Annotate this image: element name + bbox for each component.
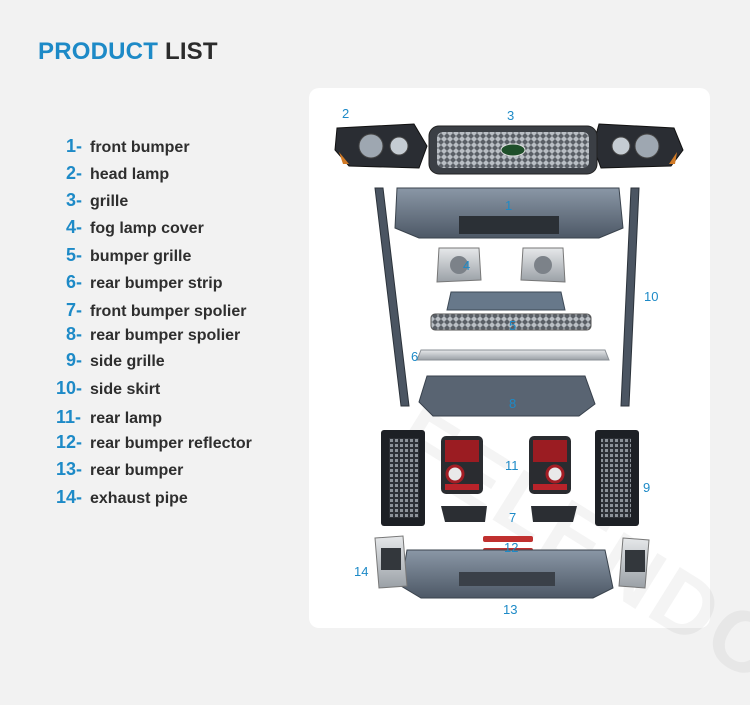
item-label: side grille <box>90 353 165 370</box>
part-label-7: 7 <box>509 510 517 525</box>
item-label: rear bumper reflector <box>90 435 252 452</box>
rear-lamp-left <box>441 436 483 494</box>
parts-illustration <box>334 123 684 599</box>
item-label: exhaust pipe <box>90 490 188 507</box>
item-number: 2- <box>66 163 83 183</box>
part-label-12: 12 <box>504 540 519 555</box>
grille <box>428 125 598 175</box>
side-skirt-right <box>620 187 640 407</box>
item-number: 3- <box>66 190 83 210</box>
item-number: 14- <box>56 487 83 507</box>
list-item: 5- bumper grille <box>66 245 191 266</box>
item-number: 11- <box>56 407 82 427</box>
rear-bumper-strip <box>416 349 610 361</box>
part-label-5: 5 <box>509 318 517 333</box>
list-item: 14- exhaust pipe <box>56 487 188 508</box>
title-rest: LIST <box>164 38 218 65</box>
head-lamp-left <box>334 123 428 169</box>
part-label-9: 9 <box>643 480 651 495</box>
part-label-2: 2 <box>342 106 350 121</box>
list-item: 7- front bumper spolier <box>66 300 246 321</box>
item-label: front bumper spolier <box>90 303 247 320</box>
item-number: 12- <box>56 432 83 452</box>
item-label: bumper grille <box>90 248 192 265</box>
item-number: 10- <box>56 378 83 398</box>
item-label: side skirt <box>90 381 161 398</box>
item-number: 7- <box>66 300 83 320</box>
exhaust-pipe-left <box>374 535 408 589</box>
head-lamp-right <box>592 123 684 169</box>
part-label-1: 1 <box>505 198 513 213</box>
side-grille-right <box>595 430 639 526</box>
item-label: front bumper <box>90 139 190 156</box>
front-bumper-spoiler-left <box>441 506 487 522</box>
front-bumper-spoiler-right <box>531 506 577 522</box>
item-label: fog lamp cover <box>90 220 204 237</box>
list-item: 10- side skirt <box>56 378 161 399</box>
fog-lamp-cover-right <box>520 247 566 283</box>
bumper-grille <box>430 313 592 331</box>
part-label-4: 4 <box>463 258 471 273</box>
rear-bumper <box>400 549 614 599</box>
fog-lamp-cover-left <box>436 247 482 283</box>
exhaust-pipe-right <box>618 537 650 589</box>
list-item: 1- front bumper <box>66 136 190 157</box>
list-item: 4- fog lamp cover <box>66 217 204 238</box>
item-number: 8- <box>66 324 83 344</box>
page-title: PRODUCT LIST <box>38 38 218 66</box>
side-grille-left <box>381 430 425 526</box>
list-item: 8- rear bumper spolier <box>66 324 240 345</box>
rear-bumper-spoiler <box>418 375 596 417</box>
list-item: 2- head lamp <box>66 163 169 184</box>
product-image-panel: FELENDO <box>309 88 750 703</box>
item-number: 6- <box>66 272 83 292</box>
item-number: 5- <box>66 245 83 265</box>
list-item: 9- side grille <box>66 350 165 371</box>
side-skirt-left <box>374 187 410 407</box>
part-label-14: 14 <box>354 564 369 579</box>
front-spoiler-plate <box>446 291 566 311</box>
part-label-8: 8 <box>509 396 517 411</box>
item-label: rear lamp <box>90 410 163 427</box>
item-number: 4- <box>66 217 83 237</box>
part-label-3: 3 <box>507 108 515 123</box>
item-label: rear bumper spolier <box>90 327 241 344</box>
item-label: rear bumper <box>90 462 184 479</box>
part-label-6: 6 <box>411 349 419 364</box>
list-item: 6- rear bumper strip <box>66 272 222 293</box>
item-number: 9- <box>66 350 83 370</box>
title-highlight: PRODUCT <box>38 38 159 65</box>
item-label: head lamp <box>90 166 170 183</box>
part-label-13: 13 <box>503 602 518 617</box>
list-item: 11- rear lamp <box>56 407 163 428</box>
part-label-10: 10 <box>644 289 659 304</box>
item-number: 1- <box>66 136 83 156</box>
part-label-11: 11 <box>505 458 519 473</box>
front-bumper <box>394 187 624 239</box>
list-item: 12- rear bumper reflector <box>56 432 252 453</box>
item-number: 13- <box>56 459 83 479</box>
list-item: 13- rear bumper <box>56 459 184 480</box>
item-label: grille <box>90 193 129 210</box>
rear-lamp-right <box>529 436 571 494</box>
list-item: 3- grille <box>66 190 128 211</box>
item-label: rear bumper strip <box>90 275 223 292</box>
